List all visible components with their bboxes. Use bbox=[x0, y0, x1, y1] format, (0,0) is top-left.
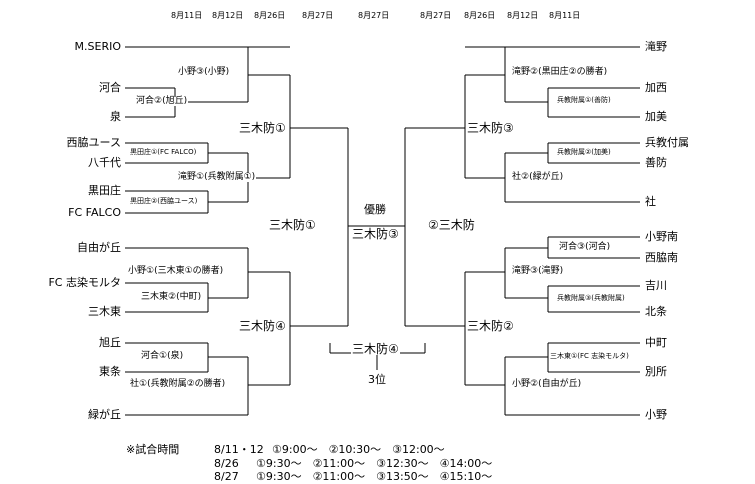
left-team: 緑が丘 bbox=[88, 408, 121, 421]
date-header-right-2: 8月26日 bbox=[464, 11, 496, 20]
schedule-date: 8/11・12 bbox=[214, 443, 264, 456]
match-result: 小野①(三木東①の勝者) bbox=[127, 266, 225, 276]
third-place-team: 三木防④ bbox=[351, 342, 400, 356]
match-result: 黒田庄①(FC FALCO) bbox=[129, 148, 198, 156]
match-result: 滝野①(兵教附属①) bbox=[177, 172, 257, 182]
champion-label: 優勝 bbox=[364, 203, 386, 216]
date-header-right-1: 8月27日 bbox=[420, 11, 452, 20]
date-header-right-3: 8月12日 bbox=[507, 11, 539, 20]
right-team: 善防 bbox=[645, 156, 667, 169]
right-team: 小野南 bbox=[645, 230, 678, 243]
right-team: 中町 bbox=[645, 336, 667, 349]
right-team: 吉川 bbox=[645, 279, 667, 292]
match-result: 三木東①(FC 志染モルタ) bbox=[549, 352, 630, 360]
match-result: 河合①(泉) bbox=[140, 351, 185, 361]
match-result: 三木防④ bbox=[238, 319, 287, 333]
match-result: 兵教附属①(善防) bbox=[556, 96, 612, 104]
schedule-times: ①9:00～ ②10:30～ ③12:00～ bbox=[272, 443, 445, 456]
right-team: 北条 bbox=[645, 305, 667, 318]
match-result: 小野②(自由が丘) bbox=[511, 379, 583, 389]
champion-team: 三木防③ bbox=[351, 227, 400, 241]
match-result: 小野③(小野) bbox=[177, 67, 231, 77]
date-header-left-1: 8月11日 bbox=[171, 11, 203, 20]
left-team: 西脇ユース bbox=[66, 136, 121, 149]
right-team: 滝野 bbox=[645, 40, 667, 53]
schedule-times: ①9:30～ ②11:00～ ③12:30～ ④14:00～ bbox=[256, 457, 493, 470]
right-team: 小野 bbox=[645, 408, 667, 421]
left-team: 自由が丘 bbox=[77, 241, 121, 254]
right-team: 西脇南 bbox=[645, 251, 678, 264]
right-team: 兵教付属 bbox=[645, 136, 689, 149]
match-result: 三木防① bbox=[268, 218, 317, 232]
match-result: 三木東②(中町) bbox=[140, 292, 203, 302]
left-team: 黒田庄 bbox=[88, 184, 121, 197]
match-result: 河合③(河合) bbox=[558, 242, 612, 252]
match-result: 滝野③(滝野) bbox=[511, 266, 565, 276]
schedule-times: ①9:30～ ②11:00～ ③13:50～ ④15:10～ bbox=[256, 470, 493, 483]
match-result: 三木防③ bbox=[466, 121, 515, 135]
match-result: 河合②(旭丘) bbox=[135, 96, 189, 106]
match-result: 社②(緑が丘) bbox=[511, 172, 565, 182]
left-team: FC FALCO bbox=[68, 206, 121, 219]
left-team: 東条 bbox=[99, 365, 121, 378]
schedule-title: ※試合時間 bbox=[126, 443, 180, 456]
third-place-label: 3位 bbox=[368, 373, 386, 386]
date-header-left-4: 8月27日 bbox=[302, 11, 334, 20]
left-team: 旭丘 bbox=[99, 336, 121, 349]
left-team: 三木東 bbox=[88, 305, 121, 318]
match-result: 兵教附属②(加美) bbox=[556, 148, 612, 156]
right-team: 加西 bbox=[645, 81, 667, 94]
schedule-date: 8/26 bbox=[214, 457, 239, 470]
match-result: 三木防② bbox=[466, 319, 515, 333]
right-team: 社 bbox=[645, 195, 656, 208]
match-result: 黒田庄②(西脇ユース) bbox=[129, 197, 199, 205]
match-result: 滝野②(黒田庄②の勝者) bbox=[511, 67, 609, 77]
left-team: FC 志染モルタ bbox=[48, 276, 121, 289]
date-header-left-3: 8月26日 bbox=[254, 11, 286, 20]
left-team: 泉 bbox=[110, 110, 121, 123]
right-team: 加美 bbox=[645, 110, 667, 123]
match-result: ②三木防 bbox=[427, 218, 476, 232]
match-result: 社①(兵教附属②の勝者) bbox=[129, 379, 227, 389]
match-result: 三木防① bbox=[238, 121, 287, 135]
schedule-date: 8/27 bbox=[214, 470, 239, 483]
match-result: 兵教附属③(兵教附属) bbox=[556, 294, 626, 302]
date-header-right-4: 8月11日 bbox=[549, 11, 581, 20]
right-team: 別所 bbox=[645, 365, 667, 378]
left-team: 八千代 bbox=[88, 156, 121, 169]
date-header-center: 8月27日 bbox=[358, 11, 390, 20]
left-team: M.SERIO bbox=[74, 40, 121, 53]
date-header-left-2: 8月12日 bbox=[212, 11, 244, 20]
left-team: 河合 bbox=[99, 81, 121, 94]
